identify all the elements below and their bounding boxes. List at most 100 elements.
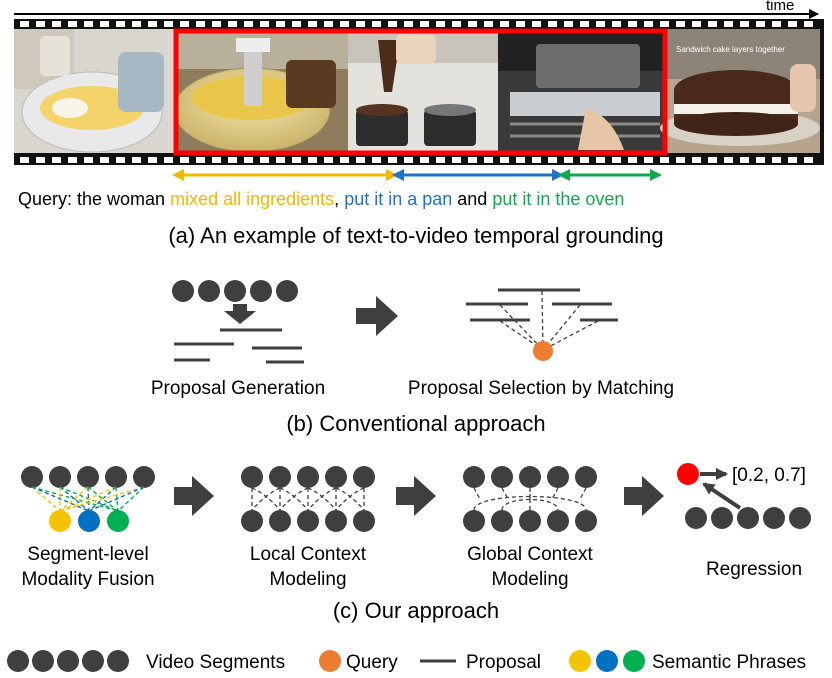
legend-query-label: Query <box>346 652 398 673</box>
sprocket-hole <box>68 21 77 27</box>
global-connection <box>551 487 559 500</box>
phrase-node-yellow <box>49 510 71 532</box>
global-top-row <box>463 466 597 488</box>
sprocket-hole <box>68 157 77 163</box>
video-segment-node <box>325 466 347 488</box>
video-frame-4 <box>498 29 664 153</box>
local-connection <box>307 487 337 511</box>
time-axis: time <box>14 0 819 19</box>
local-context-diagram: Local Context Modeling <box>241 466 375 590</box>
fusion-connection <box>59 486 145 512</box>
local-connection <box>279 487 309 511</box>
sprocket-hole <box>452 21 461 27</box>
sprocket-hole <box>788 157 797 163</box>
sprocket-hole <box>548 21 557 27</box>
query-phrase-oven: put it in the oven <box>492 189 624 209</box>
sprocket-hole <box>676 21 685 27</box>
sprocket-hole <box>148 157 157 163</box>
sprocket-hole <box>420 157 429 163</box>
sprocket-hole <box>484 21 493 27</box>
local-connection <box>279 487 309 511</box>
proposal-selection-diagram: Proposal Selection by Matching <box>408 288 674 399</box>
sprocket-hole <box>804 157 813 163</box>
sprocket-hole <box>788 21 797 27</box>
sprocket-hole <box>612 157 621 163</box>
sprocket-hole <box>244 157 253 163</box>
label-proposal-generation: Proposal Generation <box>151 378 325 399</box>
fusion-connection <box>59 486 90 512</box>
video-segment-node <box>763 507 785 529</box>
generated-proposals <box>174 328 304 364</box>
sprocket-hole <box>196 21 205 27</box>
sprocket-hole <box>52 157 61 163</box>
sprocket-hole <box>564 21 573 27</box>
video-segment-node <box>269 466 291 488</box>
sprocket-hole <box>516 157 525 163</box>
label-local-line2: Modeling <box>269 569 346 590</box>
global-bottom-row <box>463 510 597 532</box>
sprocket-hole <box>228 157 237 163</box>
sprocket-hole <box>660 21 669 27</box>
global-connection <box>473 487 481 500</box>
sprocket-hole <box>372 157 381 163</box>
video-segment-node <box>737 507 759 529</box>
caption-c: (c) Our approach <box>333 598 499 623</box>
sprocket-hole <box>20 157 29 163</box>
video-segment-node <box>133 466 155 488</box>
video-segment-node <box>575 466 597 488</box>
sprocket-hole <box>756 157 765 163</box>
sprocket-hole <box>228 21 237 27</box>
sprocket-hole <box>692 157 701 163</box>
sprocket-hole <box>212 157 221 163</box>
sprocket-hole <box>708 157 717 163</box>
video-segment-node <box>325 510 347 532</box>
sprocket-hole <box>164 21 173 27</box>
video-segment-node <box>547 510 569 532</box>
video-segment-node <box>276 280 298 302</box>
video-segment-node <box>269 510 291 532</box>
sprocket-hole <box>180 21 189 27</box>
fusion-connection <box>31 486 61 512</box>
legend-segment-dot <box>107 650 129 672</box>
sprocket-hole <box>596 157 605 163</box>
caption-b: (b) Conventional approach <box>286 411 545 436</box>
query-sep-2: and <box>452 189 492 209</box>
video-segment-node <box>241 466 263 488</box>
local-connection <box>251 487 281 511</box>
span-arrow-pan <box>392 169 564 181</box>
local-connection <box>335 487 365 511</box>
video-segment-node <box>685 507 707 529</box>
video-segment-node <box>789 507 811 529</box>
time-label: time <box>766 0 794 14</box>
legend-phrase-green-icon <box>623 650 645 672</box>
sprocket-hole <box>740 157 749 163</box>
sprocket-hole <box>180 157 189 163</box>
sprocket-hole <box>436 157 445 163</box>
label-proposal-selection: Proposal Selection by Matching <box>408 378 674 399</box>
film-strip: Sandwich cake layers together <box>14 19 824 165</box>
video-segment-node <box>463 510 485 532</box>
sprocket-hole <box>340 21 349 27</box>
sprocket-hole <box>308 157 317 163</box>
regression-output: [0.2, 0.7] <box>732 465 806 486</box>
sprocket-hole <box>116 21 125 27</box>
sprocket-hole <box>660 157 669 163</box>
regression-segment-row <box>685 507 811 529</box>
sprocket-hole <box>100 21 109 27</box>
global-context-diagram: Global Context Modeling <box>463 466 597 590</box>
sprocket-hole <box>564 157 573 163</box>
sprocket-hole <box>420 21 429 27</box>
local-connection <box>335 487 365 511</box>
legend-segment-dot <box>57 650 79 672</box>
query-sentence: Query: the woman mixed all ingredients, … <box>18 189 624 209</box>
sprocket-hole <box>244 21 253 27</box>
legend-semantic-phrases-label: Semantic Phrases <box>652 652 806 673</box>
legend-segment-dot <box>32 650 54 672</box>
sprocket-hole <box>804 21 813 27</box>
grounded-segment-highlight <box>173 28 668 156</box>
candidate-proposals <box>466 288 618 322</box>
global-connections <box>473 487 587 511</box>
generation-segment-row <box>172 280 298 302</box>
sprocket-hole <box>356 21 365 27</box>
sprocket-hole <box>500 157 509 163</box>
